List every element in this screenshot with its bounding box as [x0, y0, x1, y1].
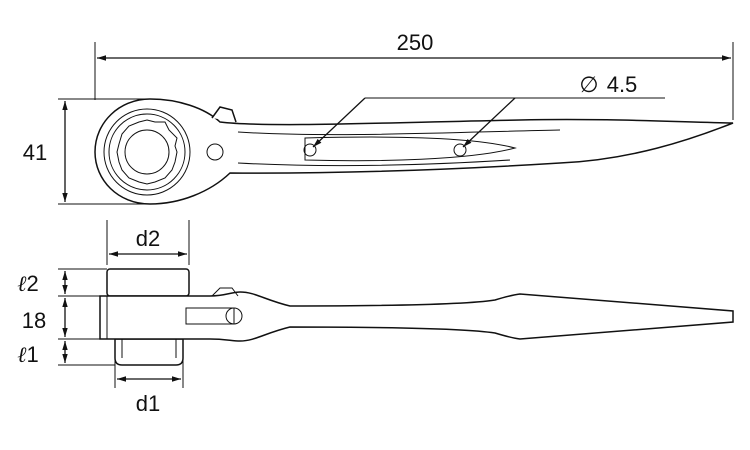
- thickness-label: 18: [22, 308, 46, 333]
- hole-right: [453, 143, 467, 157]
- d2-label: d2: [136, 226, 160, 251]
- handle-edge-upper: [237, 129, 561, 136]
- l1-index: 1: [26, 342, 38, 367]
- pawl-pin: [225, 307, 243, 325]
- l2-label: ℓ2: [17, 271, 38, 297]
- length-label: 250: [397, 30, 434, 55]
- l2-index: 2: [26, 271, 38, 296]
- side-pawl-bump: [211, 287, 239, 297]
- top-view: 250 41 ∅ 4.5: [23, 30, 734, 205]
- pawl-bump: [211, 106, 237, 123]
- handle-groove: [304, 136, 517, 162]
- pin-circle: [206, 143, 224, 161]
- wrench-side-outline: [99, 291, 734, 342]
- wrench-top-outline: [94, 98, 734, 205]
- upper-boss: [106, 268, 190, 297]
- ring-outer: [103, 108, 191, 196]
- lower-boss: [114, 338, 184, 366]
- hole-leader-left: [312, 97, 366, 148]
- l1-label: ℓ1: [17, 342, 38, 368]
- side-view: d2 d1 18 ℓ2 ℓ1: [17, 220, 734, 416]
- lower-boss-chamfer: [121, 339, 177, 358]
- hole-leader-right: [462, 97, 516, 148]
- width-label: 41: [23, 140, 47, 165]
- socket-bore: [124, 129, 170, 175]
- hole-diameter-label: 4.5: [607, 72, 638, 97]
- handle-edge-lower: [237, 159, 511, 167]
- l1-symbol: ℓ: [17, 343, 27, 368]
- hole-diameter-symbol: ∅: [579, 72, 598, 97]
- ring-inner: [108, 113, 186, 191]
- hole-left: [303, 143, 317, 157]
- pawl-slot: [185, 307, 235, 325]
- d1-label: d1: [136, 391, 160, 416]
- l2-symbol: ℓ: [17, 272, 27, 297]
- twelve-point-socket: [116, 119, 178, 185]
